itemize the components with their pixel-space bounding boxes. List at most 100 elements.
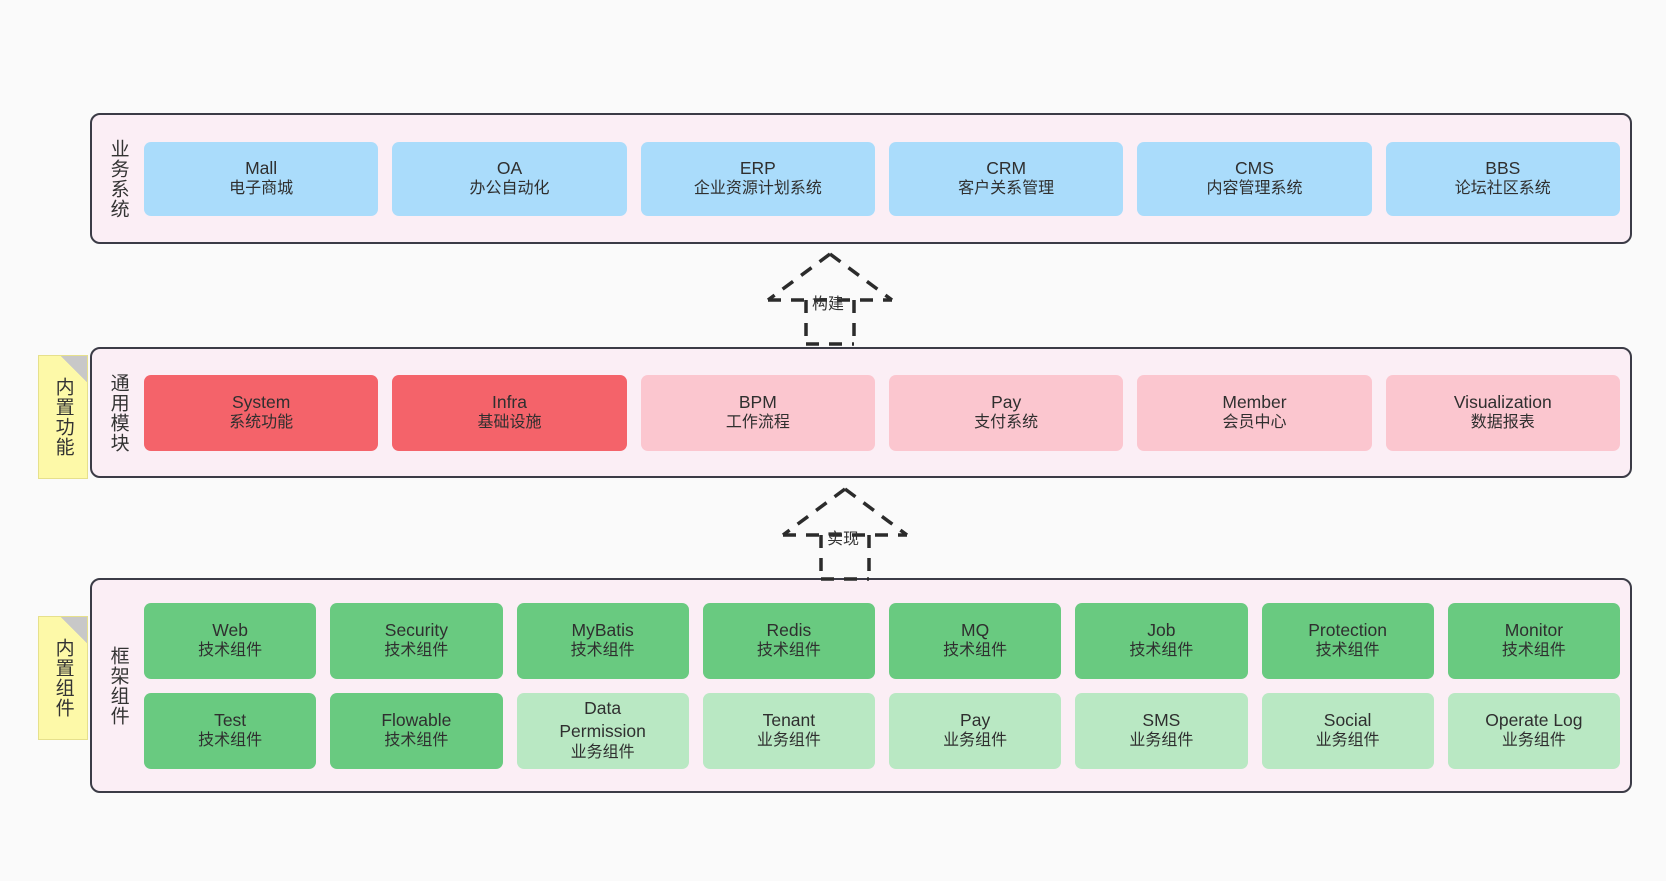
cell-system[interactable]: System 系统功能	[144, 374, 379, 451]
cell-subtitle: 技术组件	[943, 642, 1008, 660]
cell-subtitle: 技术组件	[1501, 642, 1566, 660]
cell-title: CMS	[1235, 157, 1274, 178]
cell-title: Infra	[491, 391, 527, 412]
cell-web[interactable]: Web 技术组件	[144, 602, 317, 679]
cell-title: Security	[384, 619, 448, 640]
cell-title: Flowable	[381, 709, 452, 730]
cell-sms[interactable]: SMS 业务组件	[1075, 692, 1248, 769]
cell-bpm[interactable]: BPM 工作流程	[640, 374, 875, 451]
cell-title-line2: Permission	[559, 721, 646, 742]
cell-subtitle: 业务组件	[756, 732, 821, 750]
cell-subtitle: 业务组件	[1501, 732, 1566, 750]
cell-cms[interactable]: CMS 内容管理系统	[1137, 141, 1372, 216]
cell-subtitle: 电子商城	[229, 180, 294, 198]
cell-flowable[interactable]: Flowable 技术组件	[330, 692, 503, 769]
cell-title: Visualization	[1453, 391, 1552, 412]
cell-subtitle: 会员中心	[1222, 414, 1287, 432]
cell-pay-module[interactable]: Pay 支付系统	[888, 374, 1124, 451]
row-framework-technical: Web 技术组件 Security 技术组件 MyBatis 技术组件 Redi…	[144, 602, 1620, 679]
cell-subtitle: 技术组件	[756, 642, 821, 660]
cell-operate-log[interactable]: Operate Log 业务组件	[1447, 692, 1620, 769]
cell-subtitle: 业务组件	[1315, 732, 1380, 750]
cell-redis[interactable]: Redis 技术组件	[702, 602, 875, 679]
note-builtin-features: 内置功能	[38, 355, 88, 479]
connector-build-label: 构建	[812, 296, 845, 313]
cell-subtitle: 技术组件	[198, 642, 263, 660]
cell-subtitle: 论坛社区系统	[1454, 180, 1551, 198]
cell-mall[interactable]: Mall 电子商城	[144, 141, 379, 216]
cell-subtitle: 基础设施	[477, 414, 542, 432]
layer-title-business-systems: 业务系统	[107, 138, 129, 219]
cell-oa[interactable]: OA 办公自动化	[392, 141, 627, 216]
cell-erp[interactable]: ERP 企业资源计划系统	[640, 141, 875, 216]
cell-test[interactable]: Test 技术组件	[144, 692, 317, 769]
cell-title: Redis	[766, 619, 812, 640]
cell-title: Data	[584, 698, 622, 719]
cell-title: Web	[212, 619, 248, 640]
cell-title: CRM	[986, 157, 1027, 178]
cell-member[interactable]: Member 会员中心	[1137, 374, 1372, 451]
cell-subtitle: 办公自动化	[469, 180, 550, 198]
cell-subtitle: 客户关系管理	[958, 180, 1055, 198]
connector-build: 构建	[760, 248, 900, 348]
note-builtin-components: 内置组件	[38, 616, 88, 740]
cell-title: System	[231, 391, 291, 412]
cell-title: Mall	[245, 157, 278, 178]
cell-social[interactable]: Social 业务组件	[1261, 692, 1434, 769]
cell-title: Tenant	[762, 709, 816, 730]
cell-subtitle: 工作流程	[725, 414, 790, 432]
cell-subtitle: 业务组件	[943, 732, 1008, 750]
layer-body-framework-components: Web 技术组件 Security 技术组件 MyBatis 技术组件 Redi…	[144, 580, 1630, 791]
cell-bbs[interactable]: BBS 论坛社区系统	[1385, 141, 1620, 216]
cell-subtitle: 技术组件	[198, 732, 263, 750]
cell-data-permission[interactable]: Data Permission 业务组件	[516, 692, 689, 769]
connector-implement-label: 实现	[827, 531, 860, 548]
cell-title: SMS	[1142, 709, 1181, 730]
cell-title: BPM	[738, 391, 777, 412]
cell-title: ERP	[739, 157, 776, 178]
cell-title: BBS	[1485, 157, 1521, 178]
cell-subtitle: 内容管理系统	[1206, 180, 1303, 198]
layer-business-systems: 业务系统 Mall 电子商城 OA 办公自动化 ERP 企业资源计划系统 CRM…	[90, 113, 1632, 244]
layer-title-common-modules: 通用模块	[107, 372, 129, 453]
cell-subtitle: 技术组件	[570, 642, 635, 660]
cell-mq[interactable]: MQ 技术组件	[889, 602, 1062, 679]
cell-subtitle: 技术组件	[384, 642, 449, 660]
cell-crm[interactable]: CRM 客户关系管理	[888, 141, 1124, 216]
cell-title: MyBatis	[571, 619, 634, 640]
cell-pay-component[interactable]: Pay 业务组件	[889, 692, 1062, 769]
cell-mybatis[interactable]: MyBatis 技术组件	[516, 602, 689, 679]
cell-title: MQ	[961, 619, 990, 640]
cell-title: Social	[1323, 709, 1372, 730]
cell-title: Pay	[960, 709, 991, 730]
connector-implement: 实现	[775, 483, 915, 583]
cell-subtitle: 数据报表	[1470, 414, 1535, 432]
cell-visualization[interactable]: Visualization 数据报表	[1385, 374, 1620, 451]
cell-subtitle: 企业资源计划系统	[693, 180, 822, 198]
cell-title: Protection	[1308, 619, 1388, 640]
layer-body-common-modules: System 系统功能 Infra 基础设施 BPM 工作流程 Pay 支付系统…	[144, 349, 1630, 476]
cell-subtitle: 支付系统	[974, 414, 1039, 432]
cell-title: Pay	[991, 391, 1022, 412]
cell-security[interactable]: Security 技术组件	[330, 602, 503, 679]
layer-body-business-systems: Mall 电子商城 OA 办公自动化 ERP 企业资源计划系统 CRM 客户关系…	[144, 115, 1630, 242]
cell-infra[interactable]: Infra 基础设施	[392, 374, 627, 451]
cell-job[interactable]: Job 技术组件	[1075, 602, 1248, 679]
cell-title: Operate Log	[1485, 709, 1583, 730]
row-framework-business: Test 技术组件 Flowable 技术组件 Data Permission …	[144, 692, 1620, 769]
cell-protection[interactable]: Protection 技术组件	[1261, 602, 1434, 679]
cell-title: Test	[214, 709, 247, 730]
cell-tenant[interactable]: Tenant 业务组件	[702, 692, 875, 769]
cell-subtitle: 技术组件	[1315, 642, 1380, 660]
cell-subtitle: 系统功能	[229, 414, 294, 432]
cell-title: Job	[1147, 619, 1176, 640]
row-business-systems: Mall 电子商城 OA 办公自动化 ERP 企业资源计划系统 CRM 客户关系…	[144, 141, 1620, 216]
layer-framework-components: 框架组件 Web 技术组件 Security 技术组件 MyBatis 技术组件…	[90, 578, 1632, 793]
row-common-modules: System 系统功能 Infra 基础设施 BPM 工作流程 Pay 支付系统…	[144, 374, 1620, 451]
cell-monitor[interactable]: Monitor 技术组件	[1447, 602, 1620, 679]
cell-title: OA	[496, 157, 523, 178]
cell-subtitle: 技术组件	[1129, 642, 1194, 660]
cell-subtitle: 业务组件	[1129, 732, 1194, 750]
cell-title: Monitor	[1504, 619, 1564, 640]
